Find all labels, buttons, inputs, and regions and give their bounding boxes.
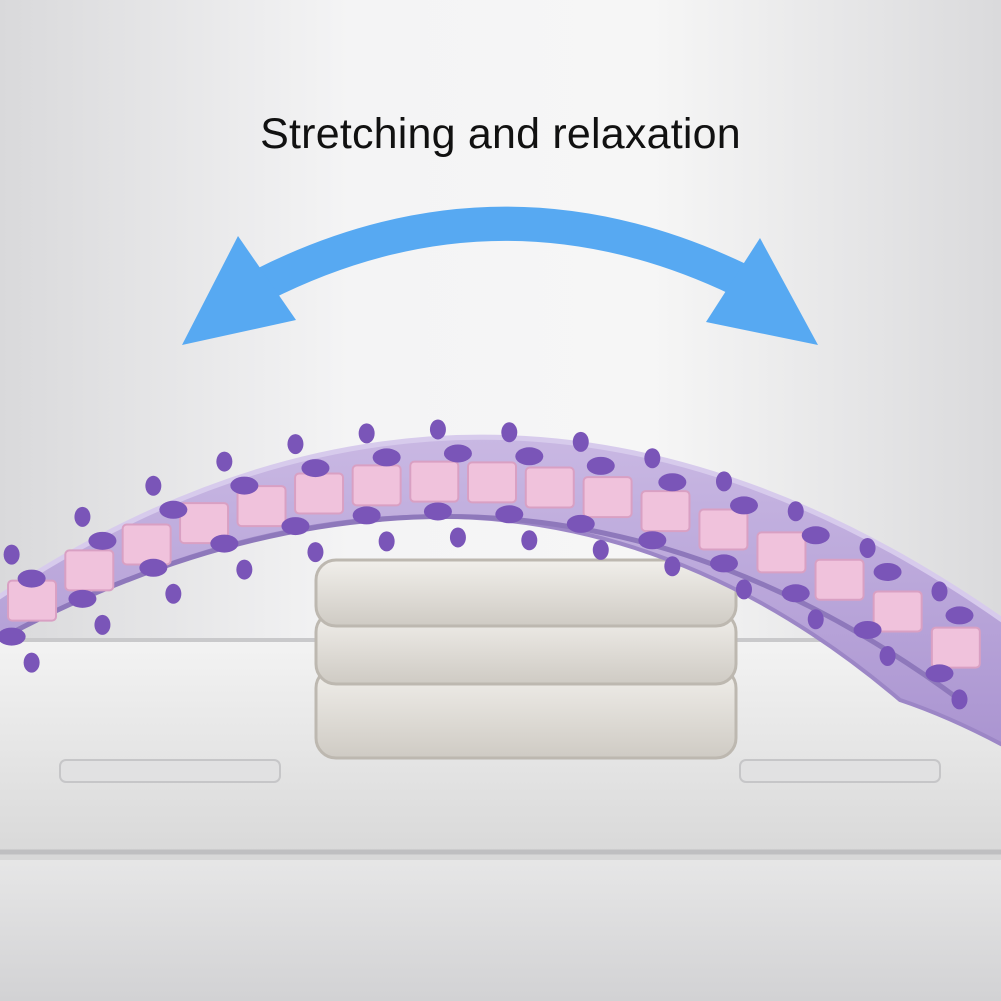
massage-nub: [735, 579, 752, 600]
massage-nub: [859, 537, 876, 558]
spine-pad: [756, 531, 807, 574]
massage-nub: [216, 451, 233, 472]
massage-nub: [715, 471, 732, 492]
spine-pad: [582, 476, 633, 519]
massage-nub: [301, 459, 330, 478]
massage-nub: [664, 556, 681, 577]
massage-nub: [729, 496, 758, 515]
massage-nub: [372, 448, 401, 467]
massage-nub: [210, 534, 239, 553]
massage-nub: [495, 505, 524, 524]
massage-nub: [23, 652, 40, 673]
massage-nub: [709, 554, 738, 573]
massage-nub: [423, 502, 452, 521]
massage-nub: [945, 606, 974, 625]
massage-nub: [3, 544, 20, 565]
massage-nub: [230, 476, 259, 495]
spine-pad: [64, 549, 115, 592]
massage-nub: [165, 583, 182, 604]
massage-nub: [287, 434, 304, 455]
massage-nub: [501, 422, 518, 443]
spine-pad: [872, 590, 923, 633]
massage-nub: [307, 542, 324, 563]
massage-nub: [658, 473, 687, 492]
massage-nub: [925, 664, 954, 683]
massage-nub: [145, 475, 162, 496]
massage-nub: [801, 526, 830, 545]
massage-nub: [236, 559, 253, 580]
massage-nub: [74, 506, 91, 527]
massage-nub: [358, 423, 375, 444]
massage-nub: [781, 584, 810, 603]
massage-nub: [807, 609, 824, 630]
base-slot-left: [59, 759, 281, 783]
massage-nub: [586, 456, 615, 475]
spine-pad: [409, 460, 460, 503]
massage-nub: [378, 531, 395, 552]
caption-title: Stretching and relaxation: [260, 110, 741, 158]
spine-pad: [814, 558, 865, 601]
spine-pad: [930, 626, 981, 669]
massage-nubs: [0, 419, 974, 710]
massage-nub: [873, 562, 902, 581]
massage-nub: [572, 431, 589, 452]
massage-nub: [951, 689, 968, 710]
massage-nub: [68, 589, 97, 608]
spine-pad: [524, 466, 575, 509]
double-headed-curved-arrow-icon: [182, 206, 818, 345]
massage-nub: [17, 569, 46, 588]
spine-pad: [236, 485, 287, 528]
massage-nub: [0, 627, 26, 646]
spine-pad: [179, 502, 230, 545]
arched-board-top-edge: [0, 434, 1001, 623]
support-blocks: [314, 558, 738, 760]
massage-nub: [139, 558, 168, 577]
massage-nub: [94, 614, 111, 635]
massage-nub: [931, 581, 948, 602]
massage-nub: [521, 530, 538, 551]
massage-nub: [879, 645, 896, 666]
massage-nub: [449, 527, 466, 548]
spine-pad: [121, 523, 172, 566]
arched-board-bottom-edge: [0, 514, 962, 703]
massage-nub: [787, 501, 804, 522]
massage-nub: [638, 531, 667, 550]
massage-nub: [592, 539, 609, 560]
massage-nub: [644, 448, 661, 469]
massage-nub: [352, 506, 381, 525]
spine-pad: [467, 461, 518, 504]
spine-pad: [351, 464, 402, 507]
massage-nub: [429, 419, 446, 440]
spine-pad: [640, 490, 691, 533]
spine-pad: [698, 508, 749, 551]
spine-pads: [7, 460, 981, 669]
massage-nub: [853, 620, 882, 639]
massage-nub: [515, 447, 544, 466]
massage-nub: [281, 517, 310, 536]
massage-nub: [88, 531, 117, 550]
massage-nub: [566, 514, 595, 533]
massage-nub: [159, 500, 188, 519]
spine-pad: [294, 472, 345, 515]
base-slot-right: [739, 759, 941, 783]
massage-nub: [443, 444, 472, 463]
